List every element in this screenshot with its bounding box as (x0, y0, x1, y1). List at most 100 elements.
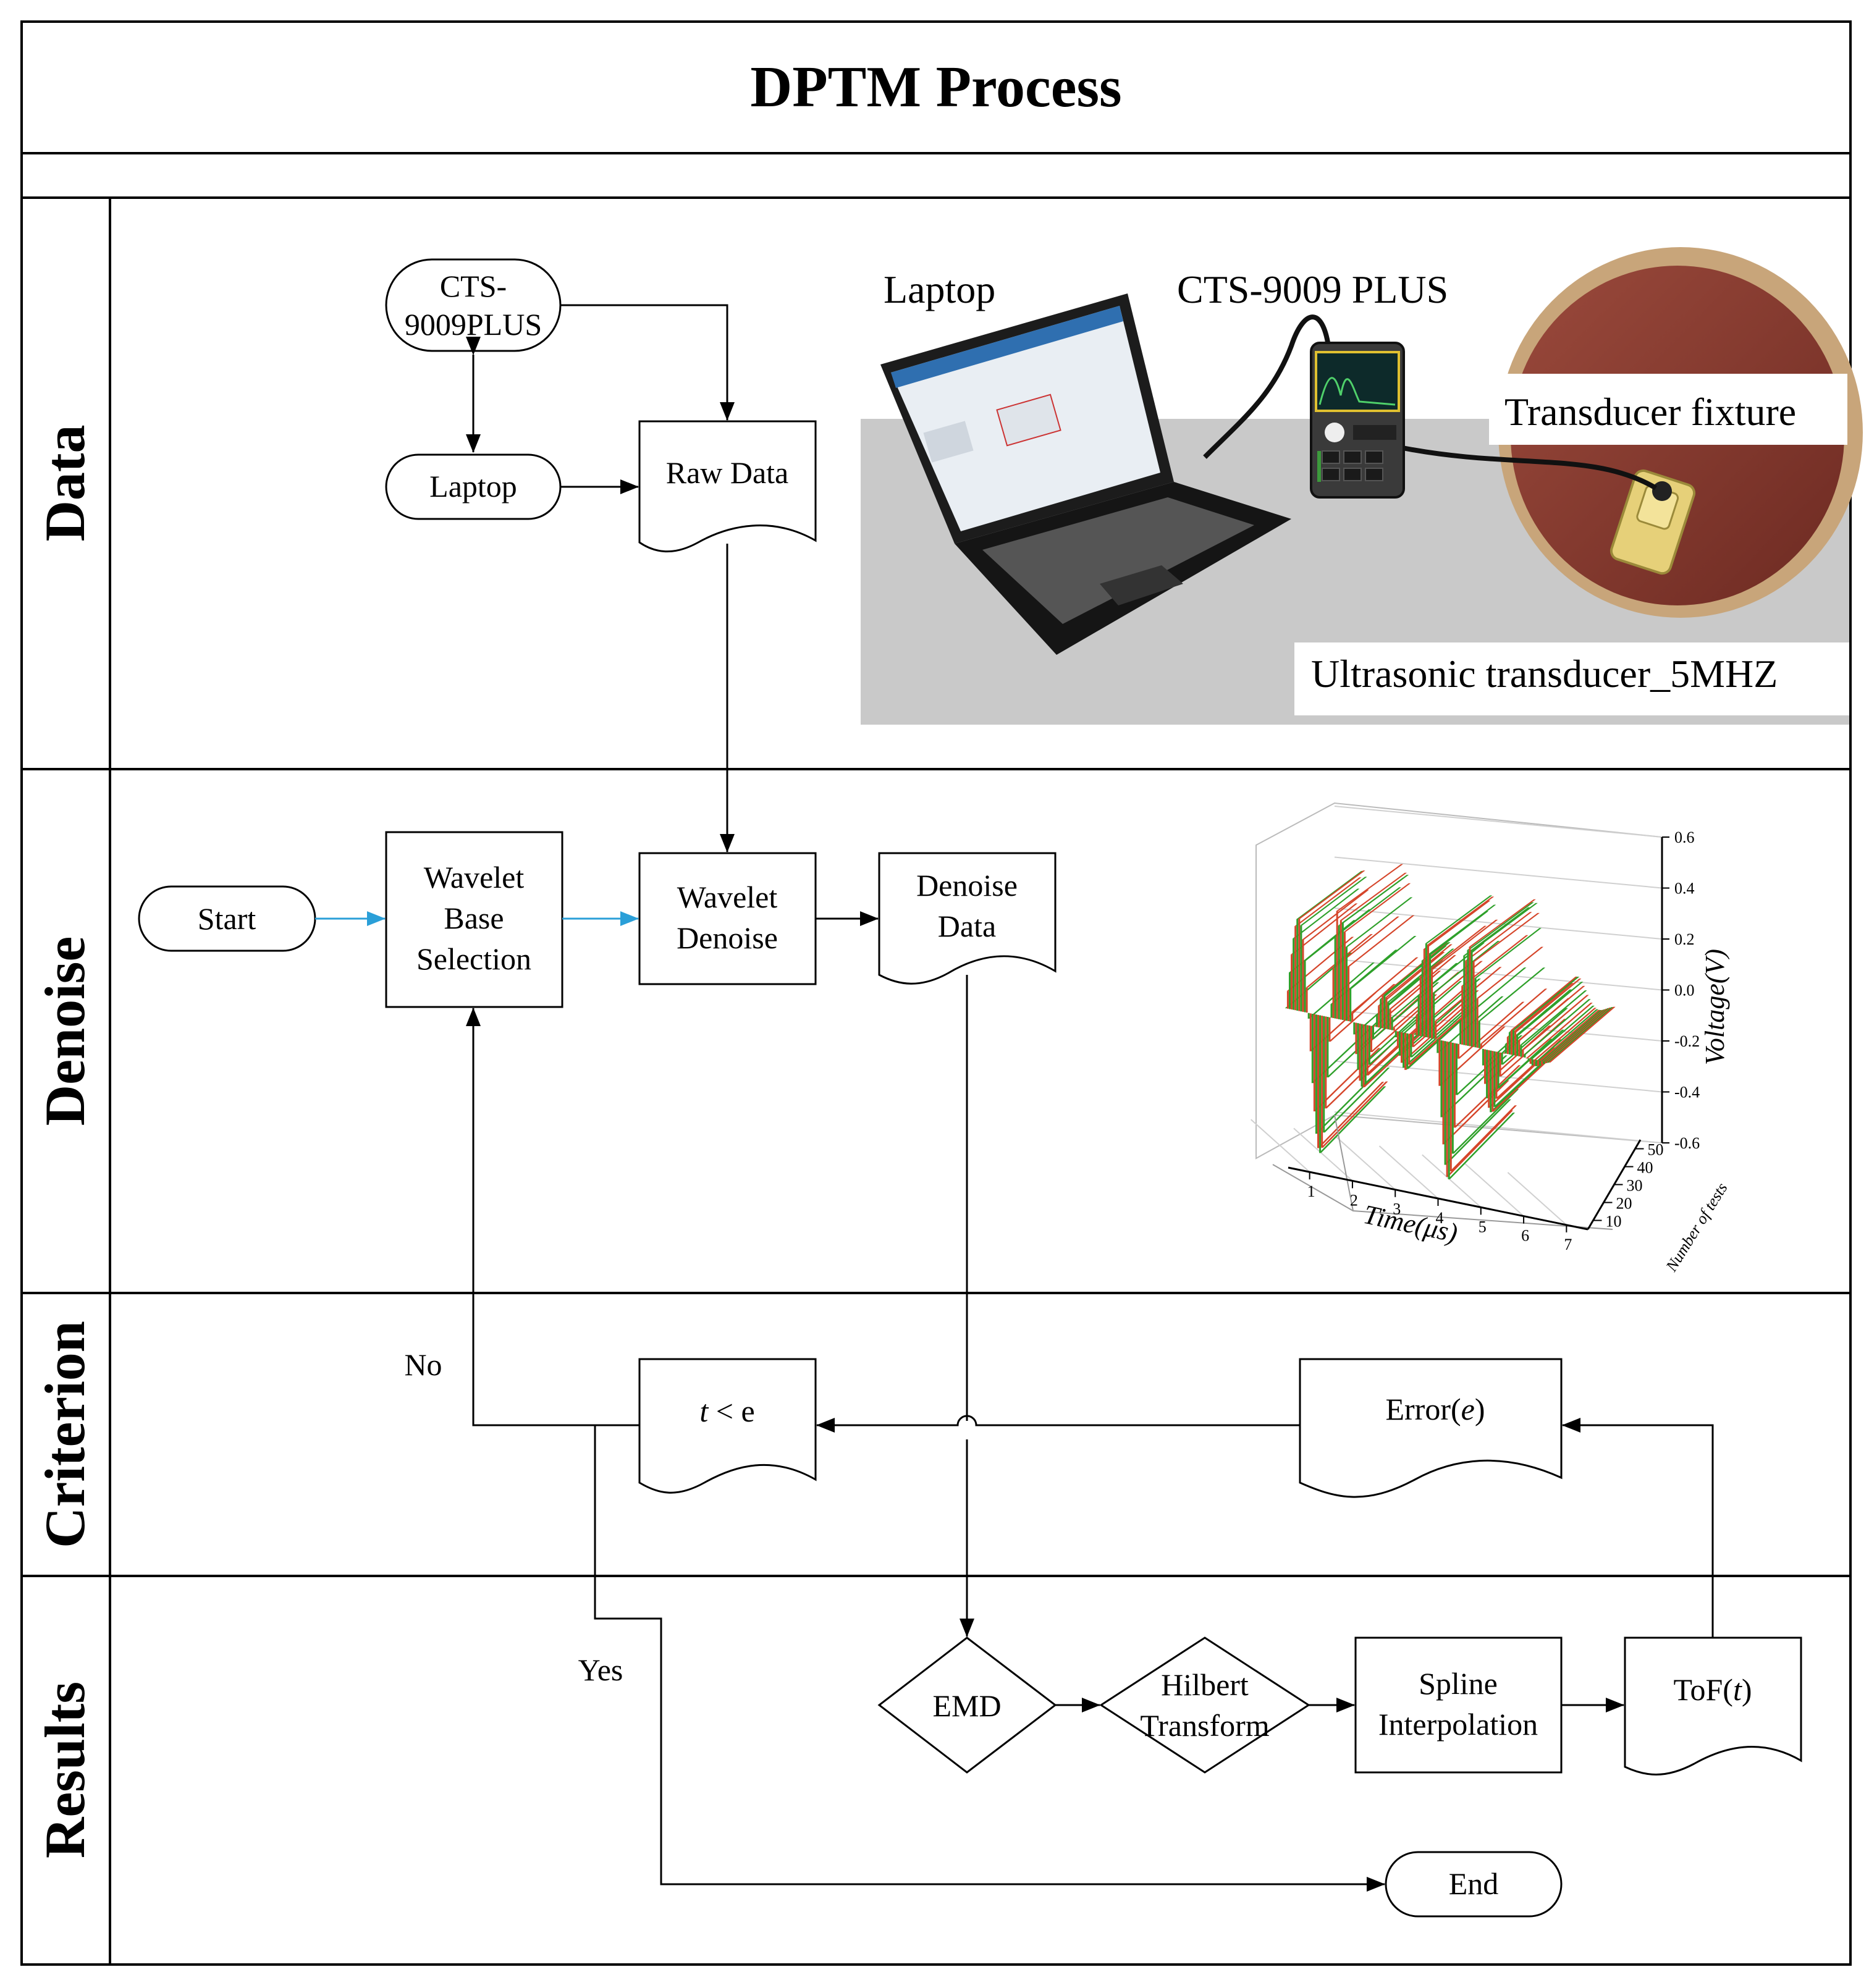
chart-gridline-z (1334, 856, 1663, 889)
chart-gridline-x (1464, 1163, 1524, 1217)
chart-surface-strip (1427, 896, 1495, 945)
chart-gridline-x (1293, 1127, 1353, 1182)
chart-tick-marks (1309, 836, 1669, 1232)
chart-surface-strip (1351, 957, 1419, 1013)
chart-tick-label-z: 0.0 (1674, 982, 1695, 1000)
ct-9009-device-illustration (1310, 342, 1405, 499)
chart-surface-strip (1449, 1105, 1517, 1172)
chart-surface-strip (1323, 1068, 1390, 1133)
svg-text:Denoise: Denoise (677, 920, 778, 955)
node-start: Start (138, 885, 316, 952)
chart-surface-strip (1514, 979, 1582, 1033)
chart-y-axis-label: Number of tests (1662, 1179, 1731, 1275)
chart-surface-strip (1451, 1089, 1519, 1154)
chart-surface-strip (1336, 864, 1403, 911)
chart-surface-strip (1491, 1051, 1559, 1112)
chart-surface-strip (1425, 895, 1493, 944)
edge-no-to-wavelet-base (466, 1008, 639, 1426)
svg-text:ToF(t): ToF(t) (1673, 1672, 1752, 1707)
edge-label-yes: Yes (578, 1653, 623, 1687)
svg-text:Interpolation: Interpolation (1378, 1707, 1538, 1742)
chart-x-axis-label: Time(μs) (1361, 1199, 1461, 1249)
chart-surface-strip (1343, 883, 1411, 932)
chart-surface-strip (1531, 1009, 1599, 1066)
chart-tick-label-x: 6 (1521, 1227, 1529, 1245)
swimlane-frame (20, 20, 1852, 1966)
chart-gridline-x (1378, 1145, 1439, 1199)
chart-surface-strip (1520, 990, 1587, 1045)
node-denoise-data: Denoise Data (878, 852, 1057, 985)
chart-surface-strip (1448, 1112, 1516, 1179)
svg-text:9009PLUS: 9009PLUS (405, 307, 542, 342)
chart-surface-strip (1428, 904, 1496, 954)
chart-surface-strip (1512, 977, 1580, 1030)
chart-surface-strip (1406, 1010, 1474, 1069)
chart-surface-strip (1294, 877, 1362, 927)
chart-gridline-z (1334, 908, 1663, 940)
chart-surface-strip (1419, 925, 1487, 977)
node-wavelet-base-selection: Wavelet Base Selection (385, 831, 563, 1008)
svg-text:Error(e): Error(e) (1385, 1392, 1485, 1426)
chart-surface-strip (1328, 983, 1396, 1042)
svg-text:Denoise: Denoise (916, 868, 1018, 903)
photo-label-ultrasonic-transducer: Ultrasonic transducer_5MHZ (1311, 652, 1778, 696)
chart-surface-strip (1469, 899, 1536, 947)
photo-label-device: CTS-9009 PLUS (1177, 267, 1448, 311)
node-emd: EMD (877, 1636, 1057, 1774)
chart-surface-strip (1302, 890, 1369, 940)
chart-surface-strip (1325, 1045, 1392, 1109)
chart-surface-strip (1522, 995, 1589, 1050)
chart-tick-label-x: 7 (1564, 1236, 1572, 1253)
laptop-illustration (880, 293, 1291, 655)
chart-surface-strip (1332, 916, 1399, 969)
chart-surface-strip (1465, 912, 1532, 961)
svg-text:Raw Data: Raw Data (666, 455, 789, 490)
chart-surface-strip (1524, 999, 1591, 1055)
chart-surface-strip (1300, 877, 1367, 926)
lane-label-data: Data (33, 424, 96, 541)
svg-text:Wavelet: Wavelet (677, 880, 778, 914)
chart-floor-edge (1272, 1114, 1613, 1230)
chart-surface-strip (1525, 1003, 1593, 1059)
edge-yes-to-end (594, 1425, 1385, 1892)
chart-gridline-z (1334, 1111, 1663, 1144)
chart-surface-strip (1444, 1099, 1511, 1165)
chart-surface-strip (1349, 935, 1417, 989)
edge-tof-to-error (1562, 1418, 1714, 1638)
chart-surface-strip (1387, 948, 1454, 1003)
svg-text:Start: Start (198, 901, 256, 936)
svg-text:Spline: Spline (1419, 1666, 1498, 1701)
chart-gridline-z (1334, 806, 1663, 838)
svg-text:EMD: EMD (932, 1688, 1001, 1723)
chart-surface-strip (1548, 1006, 1616, 1063)
chart-tick-label-x: 3 (1393, 1200, 1401, 1218)
chart-surface-strip (1478, 967, 1546, 1021)
cable-laptop-device (1203, 314, 1331, 459)
diagram-title: DPTM Process (750, 55, 1121, 119)
svg-text:Transform: Transform (1140, 1708, 1269, 1743)
chart-surface-strip (1334, 887, 1401, 937)
chart-z-axis-label: Voltage(V) (1700, 949, 1730, 1065)
cable-device-transducer (1402, 445, 1658, 491)
chart-surface (1285, 864, 1616, 1179)
chart-gridline-x (1422, 1154, 1482, 1208)
chart-tick-label-z: 0.4 (1674, 880, 1695, 898)
chart-tick-label-y: 50 (1648, 1141, 1664, 1159)
node-end: End (1385, 1851, 1563, 1918)
node-tof-t: ToF(t) (1624, 1636, 1802, 1775)
chart-tick-label-x: 2 (1350, 1191, 1358, 1209)
chart-gridline-x (1250, 1119, 1310, 1173)
chart-surface-strip (1410, 1000, 1477, 1058)
edge-label-no: No (404, 1347, 442, 1382)
chart-surface-strip (1430, 919, 1498, 970)
lane-label-denoise: Denoise (33, 937, 96, 1126)
node-wavelet-denoise: Wavelet Denoise (638, 852, 817, 985)
transducer-fixture-illustration (1610, 469, 1696, 575)
chart-surface-strip (1476, 946, 1544, 999)
chart-tick-label-x: 4 (1436, 1209, 1444, 1227)
chart-tick-label-x: 5 (1479, 1218, 1487, 1236)
chart-surface-strip (1463, 907, 1530, 956)
chart-tick-label-y: 40 (1637, 1159, 1653, 1177)
chart-tick-label-z: 0.6 (1674, 828, 1695, 846)
